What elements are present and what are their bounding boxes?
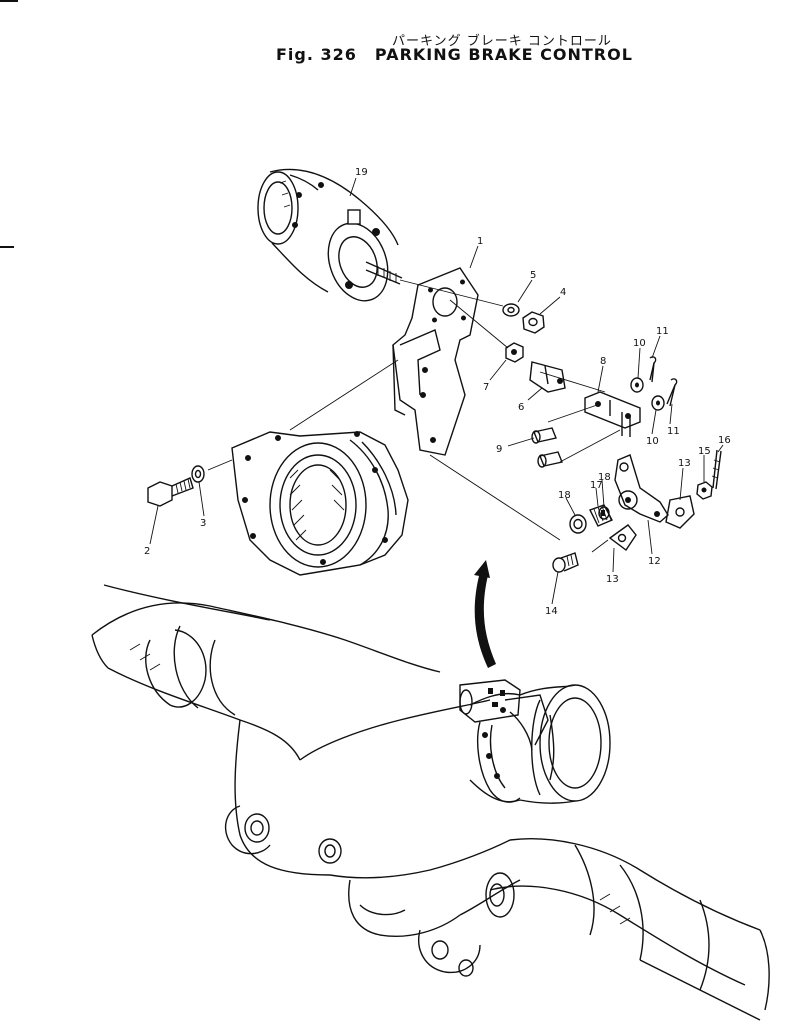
callout-18-left: 18 <box>558 490 571 501</box>
washer-10-upper-part <box>630 377 644 393</box>
callout-15: 15 <box>698 446 711 457</box>
actuator-motor-part <box>257 168 403 302</box>
plate-13-upper-part <box>665 495 695 529</box>
callout-9: 9 <box>496 444 502 455</box>
lever-12-part <box>614 454 669 523</box>
pin-9-upper-part <box>531 427 557 444</box>
assembled-brake-illustration <box>459 679 549 803</box>
nut-4-part <box>522 311 545 334</box>
axle-housing-illustration <box>91 584 770 1021</box>
callout-7: 7 <box>483 382 489 393</box>
callout-11-lower: 11 <box>667 426 680 437</box>
callout-11-upper: 11 <box>656 326 669 337</box>
spring-17-part <box>589 504 613 527</box>
bolt-14-part <box>552 552 579 573</box>
link-plate-part <box>584 391 641 437</box>
callout-14: 14 <box>545 606 558 617</box>
callout-10-lower: 10 <box>646 436 659 447</box>
figure-number: Fig. 326 <box>276 45 357 64</box>
figure-title: Fig. 326 PARKING BRAKE CONTROL <box>276 45 651 64</box>
washer-3-part <box>191 465 205 483</box>
cotter-pin-16-part <box>711 449 722 490</box>
callout-18-right: 18 <box>598 472 611 483</box>
cotter-pin-11-upper-part <box>649 356 657 383</box>
assembly-guide-lines <box>207 279 621 541</box>
page-corner-mark <box>0 0 18 2</box>
washer-18-left-part <box>569 514 587 534</box>
plate-13-lower-part <box>591 524 637 553</box>
callout-6: 6 <box>518 402 524 413</box>
callout-13-upper: 13 <box>678 458 691 469</box>
bracket-part <box>392 267 479 456</box>
washer-10-lower-part <box>651 395 665 411</box>
callout-labels: 19 1 5 4 7 6 8 10 11 10 11 9 18 17 18 13… <box>144 167 731 617</box>
nut-15-part <box>696 481 713 500</box>
callout-8: 8 <box>600 356 606 367</box>
callout-17: 17 <box>590 480 603 491</box>
callout-5: 5 <box>530 270 536 281</box>
callout-1: 1 <box>477 236 483 247</box>
leader-lines <box>149 177 724 605</box>
brake-drum-illustration <box>469 684 611 804</box>
location-arrow <box>474 560 496 668</box>
japanese-title: パーキング ブレーキ コントロール <box>392 34 612 49</box>
pin-9-lower-part <box>537 451 563 468</box>
callout-16: 16 <box>718 435 731 446</box>
brake-housing-part <box>231 431 409 576</box>
callout-12: 12 <box>648 556 661 567</box>
english-title: PARKING BRAKE CONTROL <box>374 45 633 64</box>
nut-7-part <box>505 342 524 363</box>
clevis-block-part <box>529 361 566 393</box>
callout-19: 19 <box>355 167 368 178</box>
page-edge-mark <box>0 246 14 248</box>
washer-5-part <box>502 303 520 317</box>
cotter-pin-11-lower-part <box>666 378 678 407</box>
callout-3: 3 <box>200 518 206 529</box>
callout-4: 4 <box>560 287 566 298</box>
callout-10-upper: 10 <box>633 338 646 349</box>
bolt-2-part <box>147 477 194 507</box>
callout-13-lower: 13 <box>606 574 619 585</box>
callout-2: 2 <box>144 546 150 557</box>
